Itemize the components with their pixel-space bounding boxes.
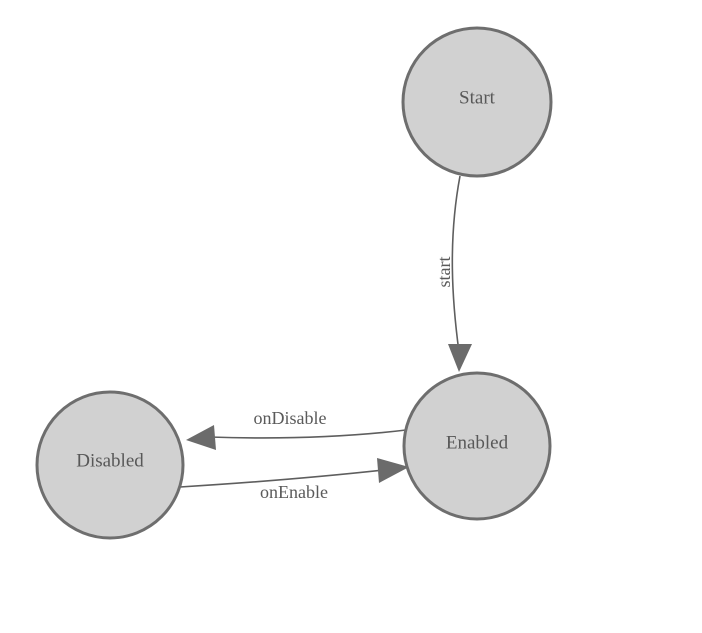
node-disabled-label: Disabled [76,450,144,471]
node-disabled-circle [35,390,185,540]
edge-disabled-to-enabled-path [179,469,385,488]
edge-disabled-to-enabled-arrowhead [377,458,409,483]
edge-enabled-to-disabled[interactable] [186,425,407,450]
edge-label-ondisable: onDisable [254,408,327,428]
node-disabled[interactable]: Disabled [35,390,185,540]
edge-start-to-enabled-path [451,175,461,353]
edge-label-onenable: onEnable [260,482,328,502]
edge-enabled-to-disabled-arrowhead [186,425,216,450]
node-start[interactable]: Start [401,26,553,178]
edge-start-to-enabled-arrowhead [448,344,472,372]
node-start-circle [401,26,553,178]
edge-enabled-to-disabled-path [208,429,407,439]
node-enabled-label: Enabled [446,432,509,453]
edge-disabled-to-enabled[interactable] [179,458,409,488]
node-enabled[interactable]: Enabled [402,371,552,521]
node-start-label: Start [459,87,496,108]
node-enabled-circle [402,371,552,521]
edge-start-to-enabled[interactable] [448,175,472,372]
edge-label-start: start [434,257,454,288]
